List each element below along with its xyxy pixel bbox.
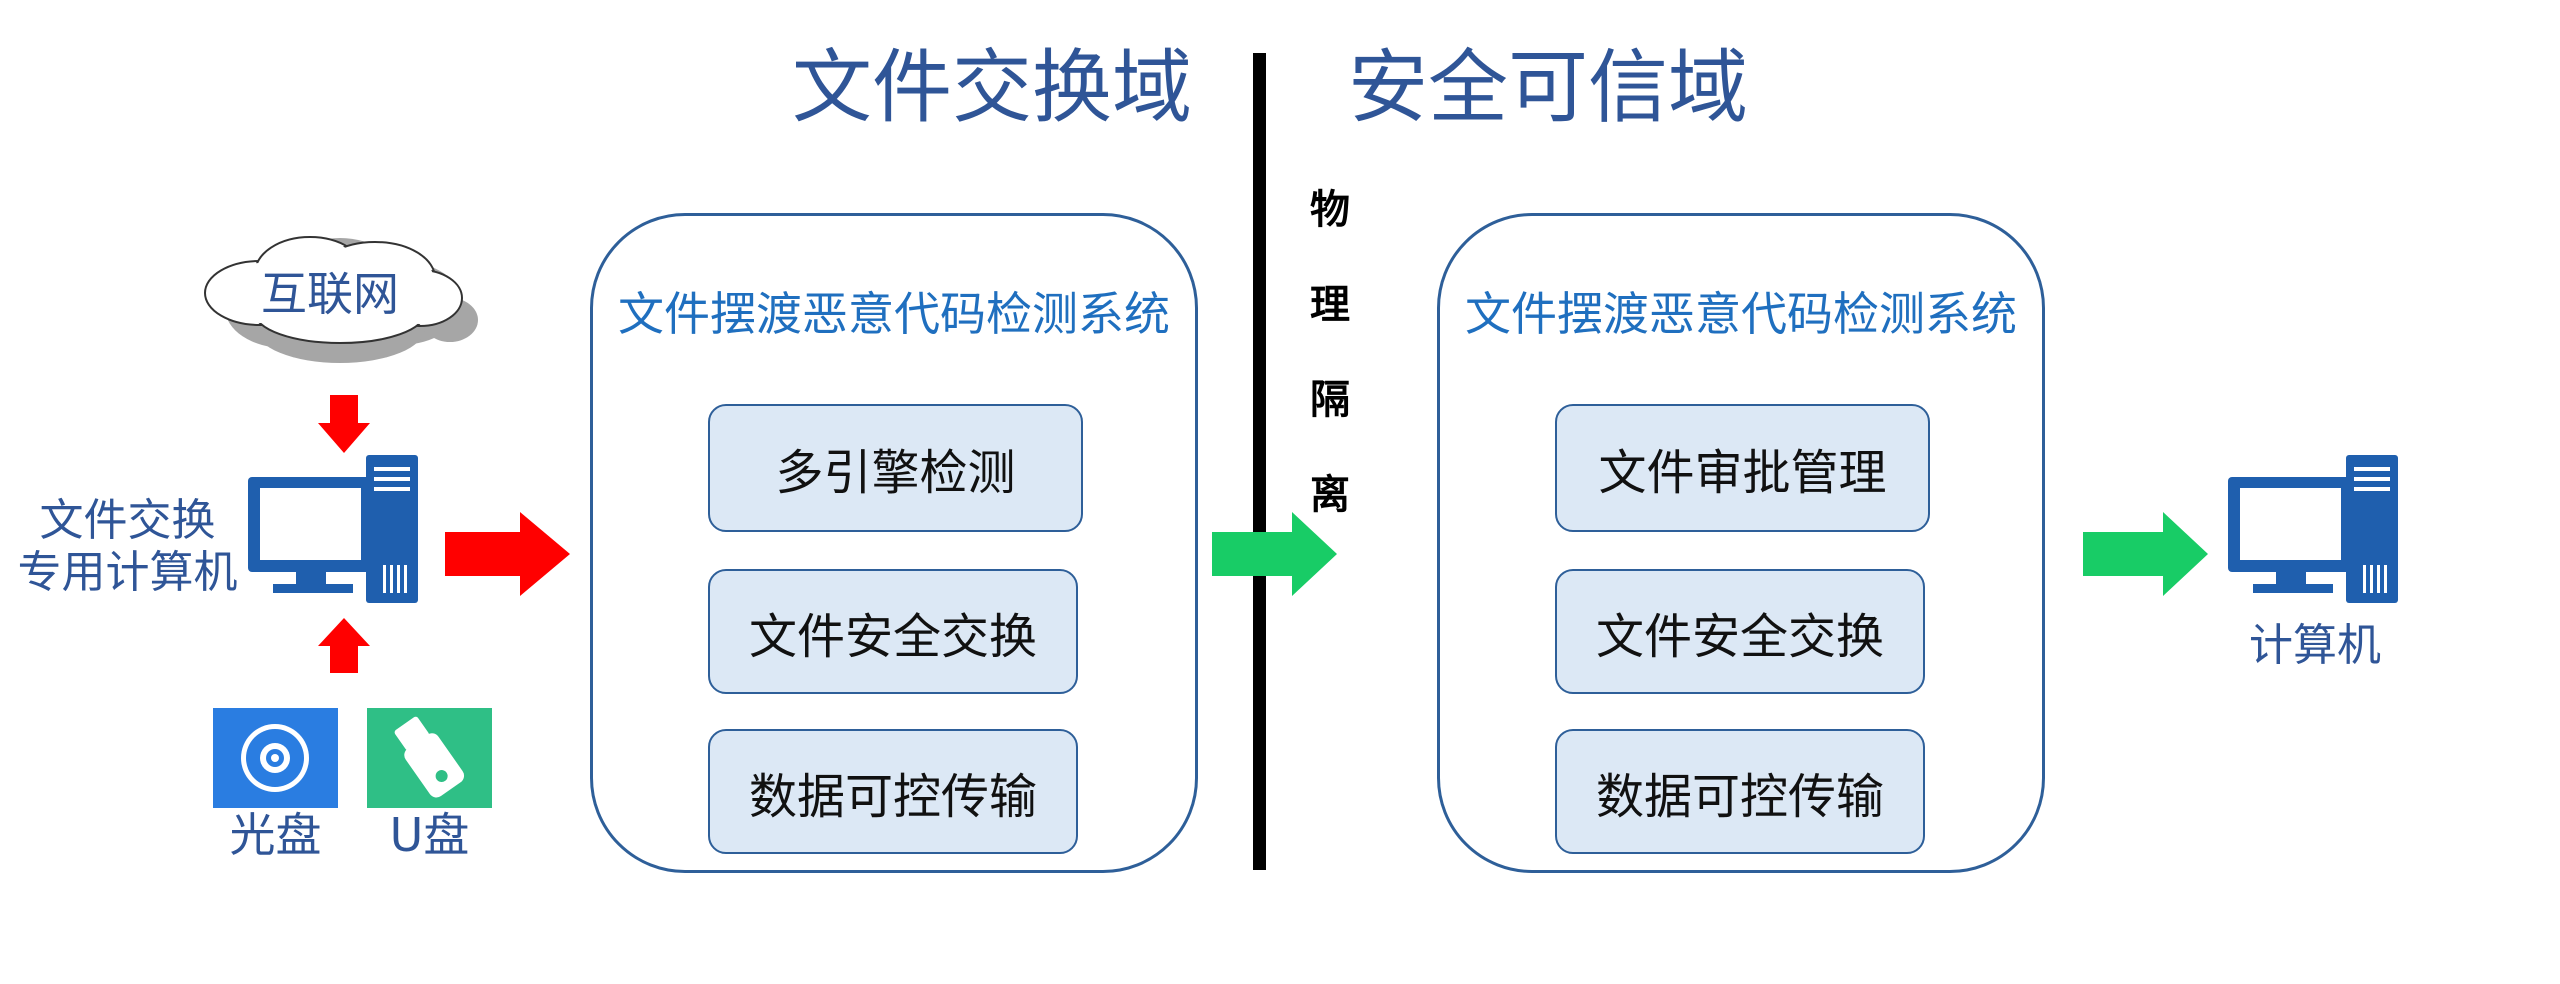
isolation-char: 离 xyxy=(1310,472,1350,518)
right-module-controlled-transfer: 数据可控传输 xyxy=(1555,729,1925,854)
cd-label: 光盘 xyxy=(229,808,322,862)
target-computer-label: 计算机 xyxy=(2249,620,2381,671)
file-exchange-domain-title: 文件交换域 xyxy=(792,41,1192,134)
isolation-char: 理 xyxy=(1310,282,1350,328)
green-arrow-icon xyxy=(2083,512,2208,596)
isolation-label: 物 理 隔 离 xyxy=(1305,190,1355,515)
left-detection-system: 文件摆渡恶意代码检测系统 多引擎检测 文件安全交换 数据可控传输 xyxy=(590,213,1198,873)
isolation-char: 隔 xyxy=(1310,377,1350,423)
source-computer-label-line2: 专用计算机 xyxy=(17,546,238,598)
right-module-approval: 文件审批管理 xyxy=(1555,404,1930,532)
left-module-multi-engine: 多引擎检测 xyxy=(708,404,1083,532)
isolation-char: 物 xyxy=(1310,187,1350,233)
cloud-icon xyxy=(204,236,478,363)
usb-label: U盘 xyxy=(389,808,470,862)
trusted-domain-title: 安全可信域 xyxy=(1348,41,1748,134)
green-arrow-icon xyxy=(1212,512,1337,596)
red-arrow-icon xyxy=(318,618,370,673)
internet-cloud: 互联网 xyxy=(190,228,490,368)
right-module-secure-exchange: 文件安全交换 xyxy=(1555,569,1925,694)
right-detection-system: 文件摆渡恶意代码检测系统 文件审批管理 文件安全交换 数据可控传输 xyxy=(1437,213,2045,873)
cd-icon xyxy=(241,724,309,792)
left-system-title: 文件摆渡恶意代码检测系统 xyxy=(618,287,1170,341)
computer-icon xyxy=(248,455,418,603)
right-system-title: 文件摆渡恶意代码检测系统 xyxy=(1465,287,2017,341)
source-computer-label-line1: 文件交换 xyxy=(39,495,216,546)
isolation-divider xyxy=(1253,53,1266,870)
source-computer-label: 文件交换 专用计算机 xyxy=(15,495,240,599)
usb-tile xyxy=(367,708,492,808)
usb-drive-icon xyxy=(394,716,465,798)
cd-tile xyxy=(213,708,338,808)
red-arrow-icon xyxy=(445,512,570,596)
left-module-controlled-transfer: 数据可控传输 xyxy=(708,729,1078,854)
left-module-secure-exchange: 文件安全交换 xyxy=(708,569,1078,694)
computer-icon xyxy=(2228,455,2398,603)
red-arrow-icon xyxy=(318,395,370,453)
internet-label: 互联网 xyxy=(261,267,399,321)
